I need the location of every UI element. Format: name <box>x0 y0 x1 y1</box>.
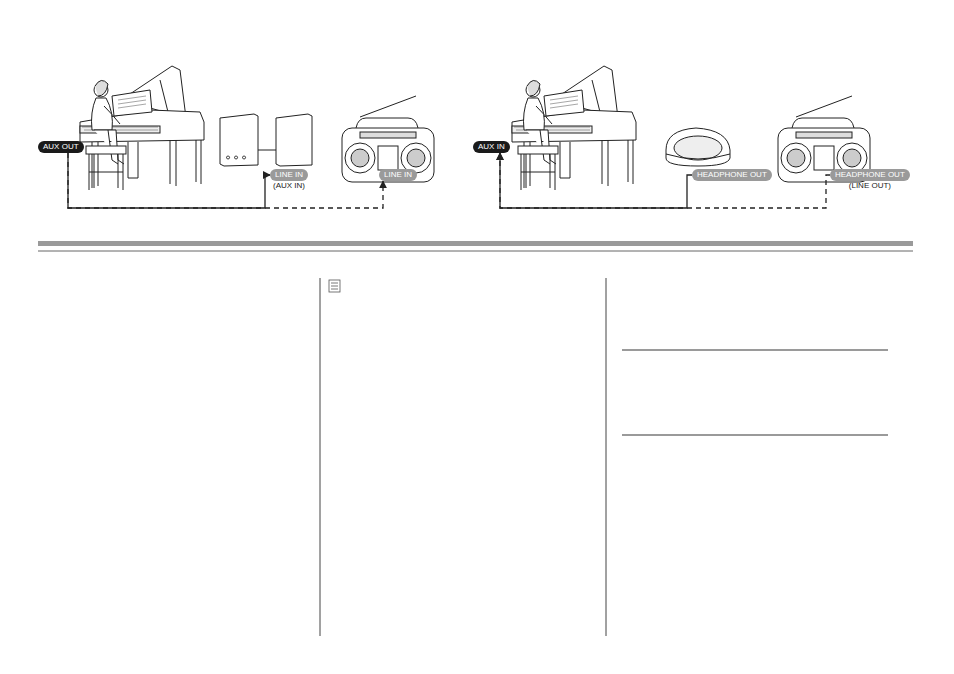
cd-player-body <box>666 128 730 166</box>
jack-sublabel: (AUX IN) <box>273 181 305 191</box>
connector-label-node: LINE IN(AUX IN) <box>270 169 308 191</box>
speaker-wire <box>258 150 276 151</box>
speaker-cabinet <box>220 114 258 166</box>
section-rule <box>38 241 913 246</box>
speaker-cabinet <box>276 114 312 166</box>
jack-label: AUX OUT <box>38 141 84 153</box>
connector-label-node: HEADPHONE OUT(LINE OUT) <box>830 169 910 191</box>
connector-label-node: HEADPHONE OUT <box>692 169 772 181</box>
signal-cable <box>500 153 692 208</box>
jack-label: AUX IN <box>473 141 510 153</box>
boombox <box>342 96 434 182</box>
note-icon <box>329 280 340 292</box>
piano-scene <box>512 66 636 190</box>
column-divider <box>606 278 607 636</box>
section-rule <box>38 251 913 252</box>
signal-cable <box>500 153 830 208</box>
jack-label: LINE IN <box>379 169 417 181</box>
connector-label-node: LINE IN <box>379 169 417 181</box>
cd-player-lid <box>674 136 722 160</box>
signal-cable <box>68 153 383 208</box>
jack-label: HEADPHONE OUT <box>692 169 772 181</box>
piano-scene <box>80 66 204 190</box>
speaker-knobs <box>227 156 246 159</box>
subsection-rule <box>622 349 888 351</box>
cd-player-edge <box>666 154 730 159</box>
jack-label: HEADPHONE OUT <box>830 169 910 181</box>
connector-label-node: AUX IN <box>473 141 510 153</box>
jack-label: LINE IN <box>270 169 308 181</box>
subsection-rule <box>622 434 888 436</box>
connector-label-node: AUX OUT <box>38 141 84 153</box>
jack-sublabel: (LINE OUT) <box>849 181 891 191</box>
signal-cable <box>68 153 270 208</box>
column-divider <box>320 278 321 636</box>
